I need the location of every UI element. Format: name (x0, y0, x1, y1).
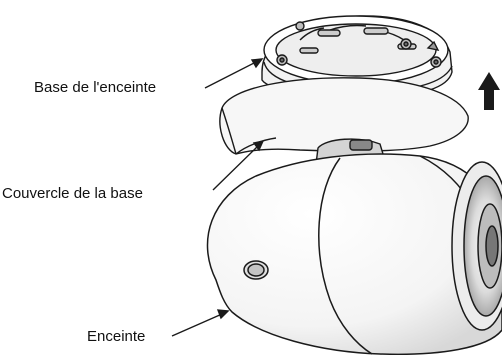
leader-base (205, 59, 262, 88)
speaker-body (207, 154, 502, 354)
up-arrow-icon (478, 72, 500, 110)
label-speaker: Enceinte (87, 329, 145, 344)
label-base-cover: Couvercle de la base (2, 186, 143, 201)
label-speaker-base: Base de l'enceinte (34, 80, 156, 95)
leader-speaker (172, 310, 228, 336)
